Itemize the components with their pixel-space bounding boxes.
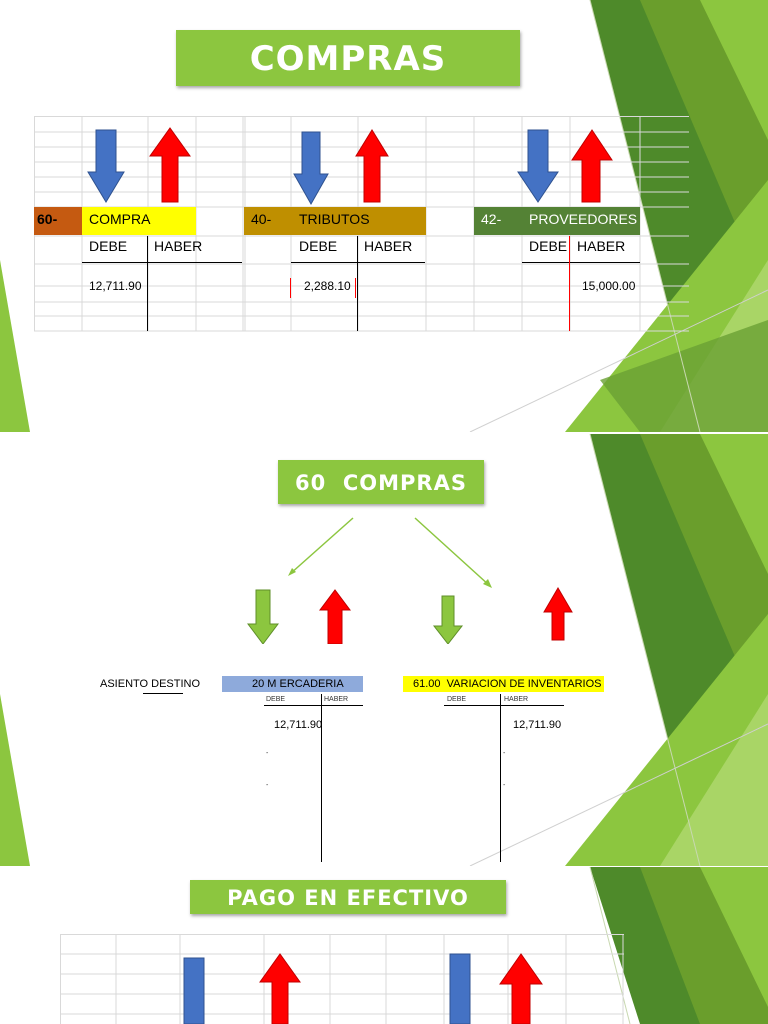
down-arrow-icon [87,129,125,203]
slide-background-decoration [589,867,768,1024]
account-name-box [82,207,196,235]
dash: - [266,782,269,789]
cell-marker [290,278,291,298]
slide-background-decoration [0,0,768,432]
debe-header: DEBE [299,238,338,254]
up-arrow-icon [355,129,389,203]
slide-title: 60 COMPRAS [278,460,484,504]
t-account-rule [82,262,242,263]
down-arrow-icon [432,595,464,644]
t-account-rule [444,705,564,706]
slide-compras: COMPRAS [0,0,768,432]
account-name: TRIBUTOS [299,211,370,227]
slide-background-decoration [0,434,768,866]
debit-value: 12,711.90 [89,279,142,293]
up-arrow-icon [259,953,301,1024]
account-header-bar [403,676,604,692]
slide-title: COMPRAS [176,30,520,86]
account-name: PROVEEDORES [529,211,638,227]
t-account-divider [147,236,148,331]
up-arrow-icon [571,129,613,203]
credit-value: 12,711.90 [513,719,562,731]
down-arrow-icon [247,589,279,644]
haber-header: HABER [504,696,529,703]
debe-header: DEBE [266,696,286,703]
down-arrow-icon [183,957,205,1024]
account-code: 60- [37,211,58,227]
account-header-bar [244,207,426,235]
down-arrow-icon [449,953,471,1024]
asiento-destino-label: ASIENTO DESTINO [100,678,201,690]
debit-value: 12,711.90 [274,719,323,731]
t-account-divider [569,236,570,331]
debit-value: 2,288.10 [304,279,351,293]
account-code: 40- [251,211,272,227]
up-arrow-icon [499,953,543,1024]
haber-header: HABER [364,238,413,254]
t-account-divider [500,694,501,862]
t-account-divider [321,694,322,862]
slide-pago-en-efectivo: PAGO EN EFECTIVO [0,867,768,1024]
arrows-row [87,127,613,206]
spreadsheet-grid [60,934,624,1024]
dash: - [503,750,506,757]
account-name: 61.00 VARIACION DE INVENTARIOS [413,678,602,690]
up-arrow-icon [149,127,191,203]
dash: - [266,750,269,757]
account-header-bar [222,676,363,692]
t-account-rule [522,262,640,263]
flow-arrows [247,517,573,644]
debe-header: DEBE [447,696,467,703]
down-arrow-icon [293,131,329,206]
debe-header: DEBE [89,238,128,254]
haber-header: HABER [154,238,203,254]
label-underline [143,693,183,694]
t-account-divider [357,236,358,331]
account-name: 20 M ERCADERIA [252,678,344,690]
haber-header: HABER [324,696,349,703]
down-arrow-icon [517,129,559,203]
account-code: 42- [481,211,502,227]
haber-header: HABER [577,238,626,254]
dash: - [503,782,506,789]
t-account-rule [264,705,363,706]
slide-title: PAGO EN EFECTIVO [190,880,506,914]
t-account-rule [291,262,425,263]
credit-value: 15,000.00 [582,279,636,293]
up-arrow-icon [319,589,351,644]
account-code-box [34,207,82,235]
account-name: COMPRA [89,211,151,227]
slide-60-compras: 60 COMPRAS ASIENTO DESTINO 20 M ERCADERI… [0,434,768,866]
debe-header: DEBE [529,238,568,254]
account-header-bar [474,207,640,235]
cell-marker [355,278,356,298]
up-arrow-icon [543,587,573,641]
